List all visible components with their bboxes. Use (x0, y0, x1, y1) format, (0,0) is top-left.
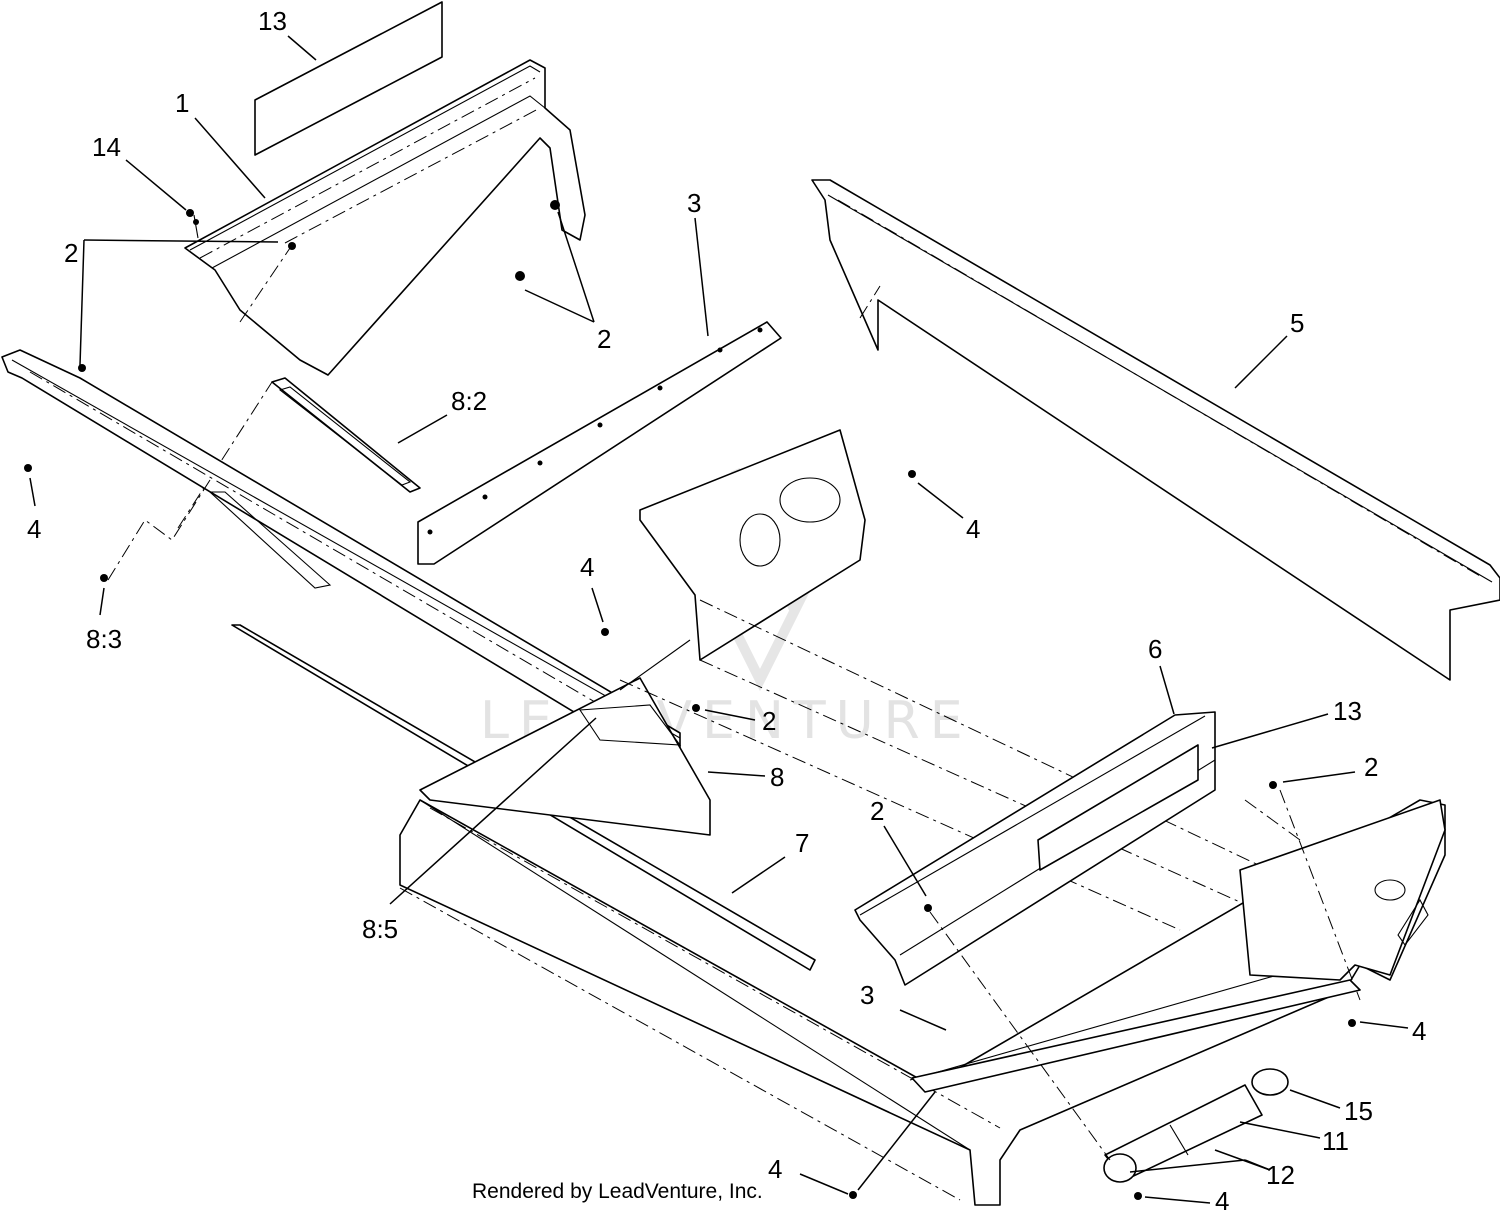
leader-lines (29, 35, 1409, 1204)
callout-1: 1 (175, 88, 189, 118)
part-6-bar (854, 711, 1216, 986)
callout-2-left: 2 (64, 238, 78, 268)
callout-4-bottom: 4 (768, 1154, 782, 1184)
part-8-panel (419, 677, 711, 836)
callout-4-left: 4 (27, 514, 41, 544)
callout-4-center: 4 (580, 552, 594, 582)
callout-13-top: 13 (258, 6, 287, 36)
callout-8-3: 8:3 (86, 624, 122, 654)
part-right-bracket (1239, 789, 1446, 1001)
callout-2-bracket: 2 (597, 324, 611, 354)
part-5-rear-panel (811, 179, 1500, 681)
callout-4-tube: 4 (1215, 1186, 1229, 1212)
callout-2-bar: 2 (870, 796, 884, 826)
callout-15: 15 (1344, 1096, 1373, 1126)
callout-14: 14 (92, 132, 121, 162)
callout-13-bar: 13 (1333, 696, 1362, 726)
callout-3-lower: 3 (860, 980, 874, 1010)
callout-4-right: 4 (1412, 1016, 1426, 1046)
rendered-by-footer: Rendered by LeadVenture, Inc. (472, 1180, 763, 1203)
callout-5: 5 (1290, 308, 1304, 338)
callout-11: 11 (1322, 1126, 1349, 1156)
part-bottom-deck (399, 799, 1446, 1206)
part-left-rail (1, 349, 681, 753)
callout-2-right: 2 (1364, 752, 1378, 782)
fasteners (24, 209, 1356, 1200)
callout-labels: 13 1 14 2 2 3 5 8:2 4 4 4 8:3 6 13 2 2 8… (27, 6, 1426, 1212)
callout-8-2: 8:2 (451, 386, 487, 416)
part-8-2-gasket (177, 377, 421, 529)
callout-12: 12 (1266, 1160, 1295, 1190)
callout-2-center: 2 (762, 706, 776, 736)
part-3-plate-lower (911, 979, 1361, 1093)
part-1-bracket (184, 59, 586, 376)
part-15-cap (1251, 1068, 1289, 1096)
callout-6: 6 (1148, 634, 1162, 664)
part-decal-top (254, 1, 443, 156)
callout-7: 7 (795, 828, 809, 858)
part-3-plate-upper (417, 321, 782, 565)
callout-8: 8 (770, 762, 784, 792)
callout-3-upper: 3 (687, 188, 701, 218)
callout-4-frame: 4 (966, 514, 980, 544)
leader-8-3-zigzag (107, 479, 211, 581)
part-center-frame (619, 429, 1291, 931)
part-tubes (929, 911, 1289, 1183)
part-13-decal-bar (1037, 744, 1199, 871)
callout-8-5: 8:5 (362, 914, 398, 944)
